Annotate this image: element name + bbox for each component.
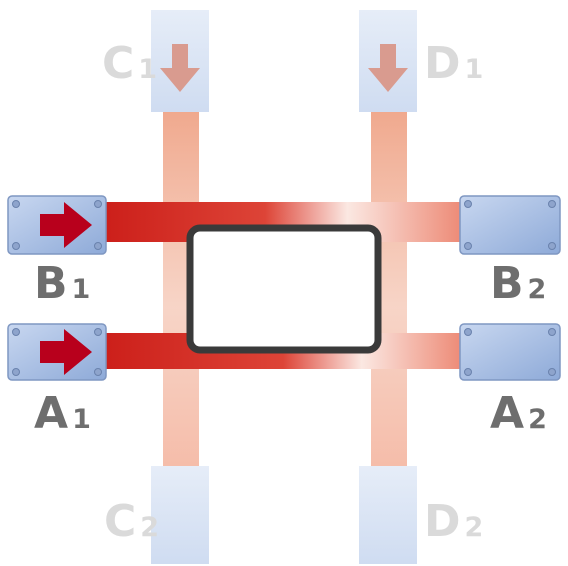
arrow-down-icon (160, 44, 200, 92)
sensor-c1 (151, 10, 209, 112)
sensor-c2 (151, 466, 209, 564)
sensor-a1 (7, 323, 107, 381)
arrow-right-icon (40, 329, 92, 375)
sensor-b1 (7, 195, 107, 255)
arrow-down-icon (368, 44, 408, 92)
sensor-a2 (459, 323, 561, 381)
detected-object (186, 224, 382, 354)
sensor-b2 (459, 195, 561, 255)
arrow-right-icon (40, 202, 92, 248)
sensor-d1 (359, 10, 417, 112)
sensor-d2 (359, 466, 417, 564)
